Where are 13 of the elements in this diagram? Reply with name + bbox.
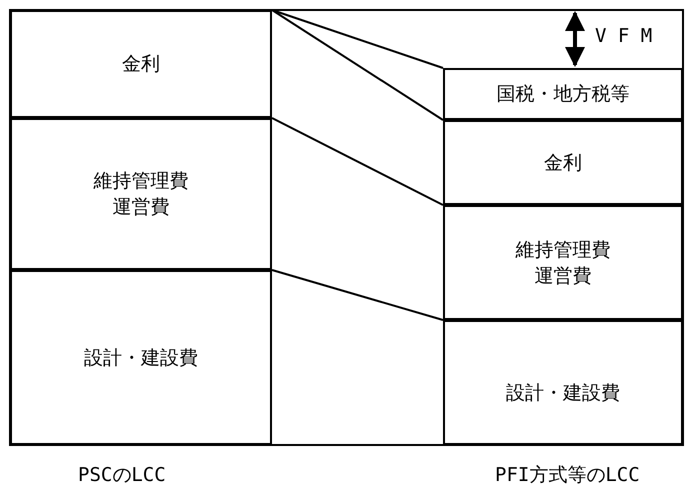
column-caption: PSCのLCC (78, 463, 166, 488)
cost-box: 金利 (443, 120, 683, 205)
column-caption: PFI方式等のLCC (495, 463, 640, 488)
cost-box: 維持管理費運営費 (443, 205, 683, 320)
cost-box: 国税・地方税等 (443, 68, 683, 120)
cost-box: 維持管理費運営費 (10, 118, 272, 270)
cost-box: 金利 (10, 10, 272, 118)
connector-line (271, 9, 444, 121)
dimension-label: V F M (595, 25, 652, 47)
cost-box: 設計・建設費 (443, 320, 683, 445)
connector-line (272, 269, 444, 321)
cost-box: 設計・建設費 (10, 270, 272, 445)
connector-line (272, 117, 444, 206)
